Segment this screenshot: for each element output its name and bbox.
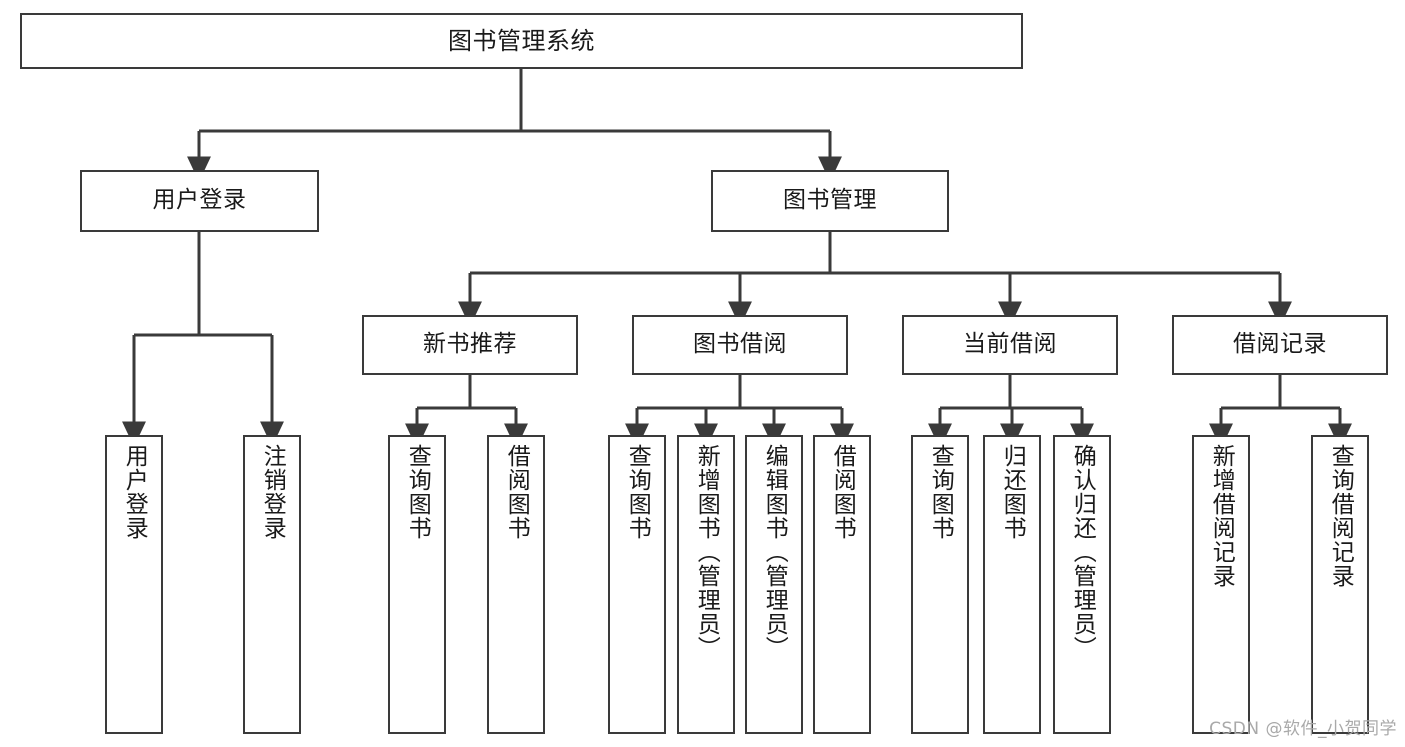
node-book-manage-label: 图书管理: [783, 187, 877, 214]
node-leaf-edit-book[interactable]: 编辑图书（管理员）: [745, 435, 803, 734]
node-leaf-user-logout-label: 注销登录: [259, 444, 286, 540]
node-leaf-query-book-2[interactable]: 查询图书: [608, 435, 666, 734]
node-leaf-confirm-return[interactable]: 确认归还（管理员）: [1053, 435, 1111, 734]
node-book-borrow-label: 图书借阅: [693, 331, 787, 358]
node-leaf-borrow-book-2-label: 借阅图书: [829, 444, 856, 540]
node-user-login-label: 用户登录: [152, 187, 247, 214]
node-leaf-return-book-label: 归还图书: [999, 444, 1026, 540]
node-leaf-user-login-label: 用户登录: [121, 444, 148, 540]
node-leaf-query-book-1-label: 查询图书: [404, 444, 431, 540]
node-leaf-edit-book-label: 编辑图书（管理员）: [761, 444, 788, 660]
node-root-label: 图书管理系统: [448, 26, 595, 55]
node-leaf-query-book-3[interactable]: 查询图书: [911, 435, 969, 734]
csdn-watermark: CSDN @软件_小贺同学: [1209, 719, 1397, 739]
node-leaf-borrow-book-2[interactable]: 借阅图书: [813, 435, 871, 734]
node-new-book-recommend[interactable]: 新书推荐: [362, 315, 578, 375]
node-book-manage[interactable]: 图书管理: [711, 170, 949, 232]
node-current-borrow[interactable]: 当前借阅: [902, 315, 1118, 375]
node-borrow-record[interactable]: 借阅记录: [1172, 315, 1388, 375]
node-root[interactable]: 图书管理系统: [20, 13, 1023, 69]
node-leaf-user-logout[interactable]: 注销登录: [243, 435, 301, 734]
node-leaf-add-book[interactable]: 新增图书（管理员）: [677, 435, 735, 734]
node-new-book-recommend-label: 新书推荐: [423, 331, 517, 358]
node-leaf-add-record-label: 新增借阅记录: [1208, 444, 1235, 588]
node-leaf-query-record[interactable]: 查询借阅记录: [1311, 435, 1369, 734]
node-leaf-query-record-label: 查询借阅记录: [1327, 444, 1354, 588]
node-user-login[interactable]: 用户登录: [80, 170, 319, 232]
node-leaf-query-book-2-label: 查询图书: [624, 444, 651, 540]
node-book-borrow[interactable]: 图书借阅: [632, 315, 848, 375]
node-leaf-user-login[interactable]: 用户登录: [105, 435, 163, 734]
node-leaf-borrow-book-1[interactable]: 借阅图书: [487, 435, 545, 734]
node-leaf-add-book-label: 新增图书（管理员）: [693, 444, 720, 660]
node-leaf-query-book-1[interactable]: 查询图书: [388, 435, 446, 734]
node-leaf-return-book[interactable]: 归还图书: [983, 435, 1041, 734]
node-borrow-record-label: 借阅记录: [1233, 331, 1327, 358]
node-leaf-add-record[interactable]: 新增借阅记录: [1192, 435, 1250, 734]
node-current-borrow-label: 当前借阅: [963, 331, 1057, 358]
node-leaf-borrow-book-1-label: 借阅图书: [503, 444, 530, 540]
node-leaf-confirm-return-label: 确认归还（管理员）: [1069, 444, 1096, 660]
node-leaf-query-book-3-label: 查询图书: [927, 444, 954, 540]
